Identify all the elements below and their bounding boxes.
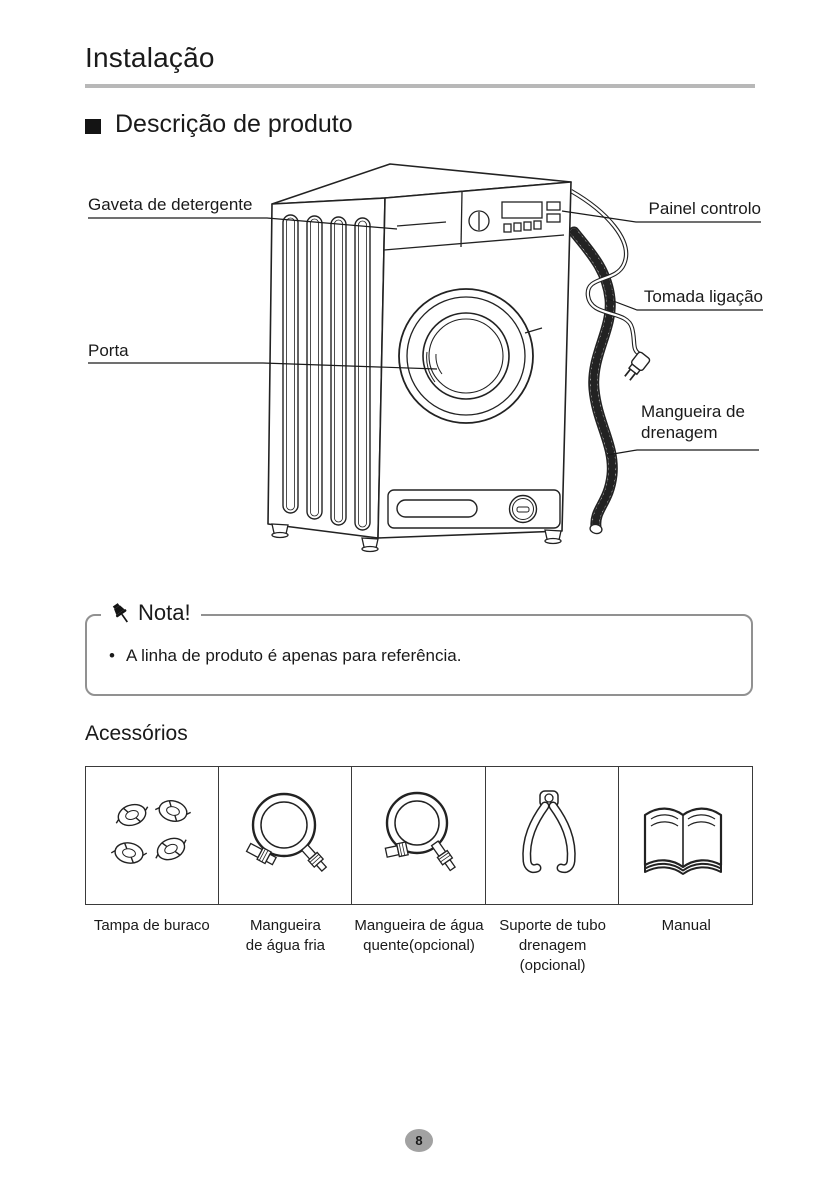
- hole-cap-icon: [110, 799, 192, 864]
- accessory-cell-hot-hose: [352, 767, 486, 904]
- note-text: • A linha de produto é apenas para refer…: [109, 646, 751, 666]
- caption-hole-caps: Tampa de buraco: [93, 917, 210, 934]
- service-panel: [387, 489, 561, 529]
- label-door: Porta: [88, 341, 129, 360]
- accessory-cell-drain-support: [486, 767, 619, 904]
- washing-machine-illustration: [88, 163, 763, 553]
- caption-manual: Manual: [661, 917, 711, 934]
- page-number-badge: 8: [405, 1129, 433, 1152]
- side-panel-ridges: [282, 214, 371, 531]
- section-header: Descrição de produto: [85, 110, 353, 139]
- label-detergent-drawer: Gaveta de detergente: [88, 195, 253, 214]
- drain-hose-support-icon: [521, 789, 576, 873]
- section-bullet-square: [85, 118, 101, 134]
- leader-lines: [88, 210, 763, 456]
- label-power-plug: Tomada ligação: [643, 287, 763, 306]
- detergent-drawer-area: [383, 191, 565, 251]
- title-underline: [85, 84, 755, 88]
- note-header: Nota!: [101, 600, 201, 626]
- power-plug-drawing: [624, 351, 651, 381]
- control-panel-area: [468, 201, 561, 233]
- note-bullet: •: [109, 646, 115, 665]
- page-title: Instalação: [85, 42, 215, 73]
- accessories-title: Acessórios: [85, 722, 188, 745]
- power-cord-drawing: [569, 189, 643, 357]
- caption-cold-hose: Mangueira de água fria: [245, 917, 325, 954]
- accessory-cell-hole-caps: [86, 767, 220, 904]
- note-sentence: A linha de produto é apenas para referên…: [125, 646, 462, 665]
- note-box: Nota! • A linha de produto é apenas para…: [85, 600, 753, 696]
- caption-drain-support: Suporte de tubo drenagem (opcional): [499, 917, 606, 974]
- product-diagram: Gaveta de detergente Painel controlo Tom…: [85, 158, 775, 586]
- accessories-table: [85, 766, 753, 905]
- section-title: Descrição de produto: [115, 110, 353, 138]
- page-number: 8: [415, 1133, 423, 1148]
- feet: [271, 523, 562, 553]
- label-drain-hose: Mangueira de drenagem: [641, 402, 745, 442]
- label-control-panel: Painel controlo: [648, 199, 761, 218]
- caption-hot-hose: Mangueira de água quente(opcional): [354, 917, 484, 954]
- cold-water-hose-icon: [245, 792, 328, 872]
- accessory-cell-manual: [619, 767, 752, 904]
- door-drawing: [398, 288, 543, 424]
- pushpin-icon: [112, 603, 129, 623]
- accessories-captions: Tampa de buraco Mangueira de água fria M…: [85, 916, 753, 976]
- hot-water-hose-icon: [385, 791, 457, 871]
- note-title: Nota!: [138, 600, 191, 625]
- manual-icon: [644, 807, 723, 875]
- accessory-cell-cold-hose: [219, 767, 353, 904]
